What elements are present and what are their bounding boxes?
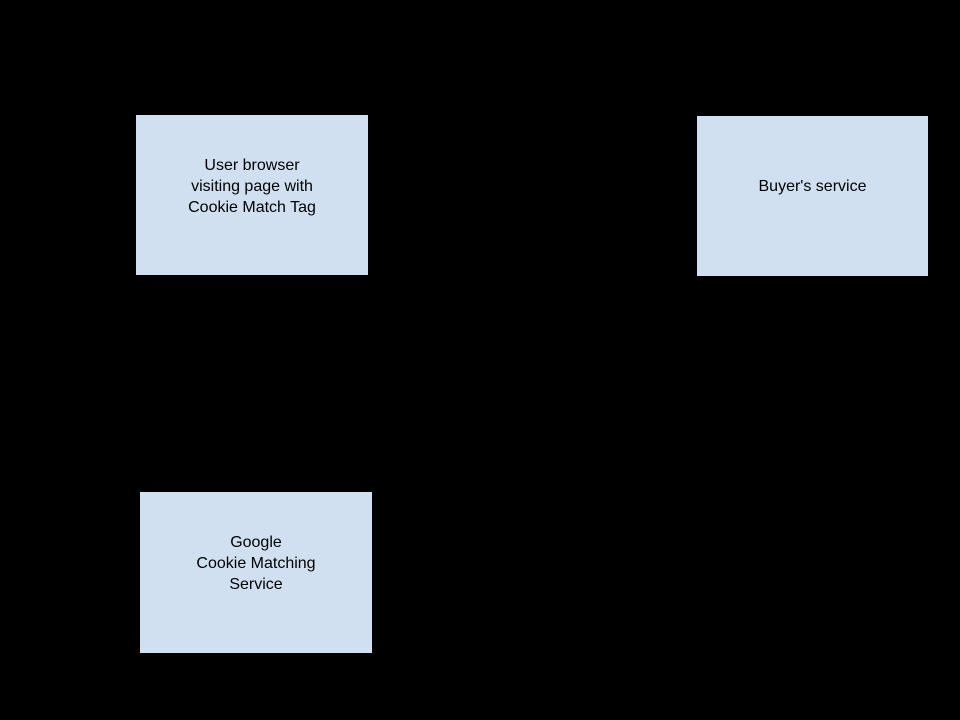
node-google-cookie-matching[interactable]: Google Cookie Matching Service	[140, 492, 372, 653]
node-google-cookie-matching-label: Google Cookie Matching Service	[196, 534, 316, 593]
node-buyers-service-label: Buyer's service	[758, 177, 867, 195]
node-user-browser[interactable]: User browser visiting page with Cookie M…	[136, 115, 368, 275]
node-user-browser-label: User browser visiting page with Cookie M…	[188, 156, 316, 216]
node-buyers-service[interactable]: Buyer's service	[697, 116, 928, 276]
